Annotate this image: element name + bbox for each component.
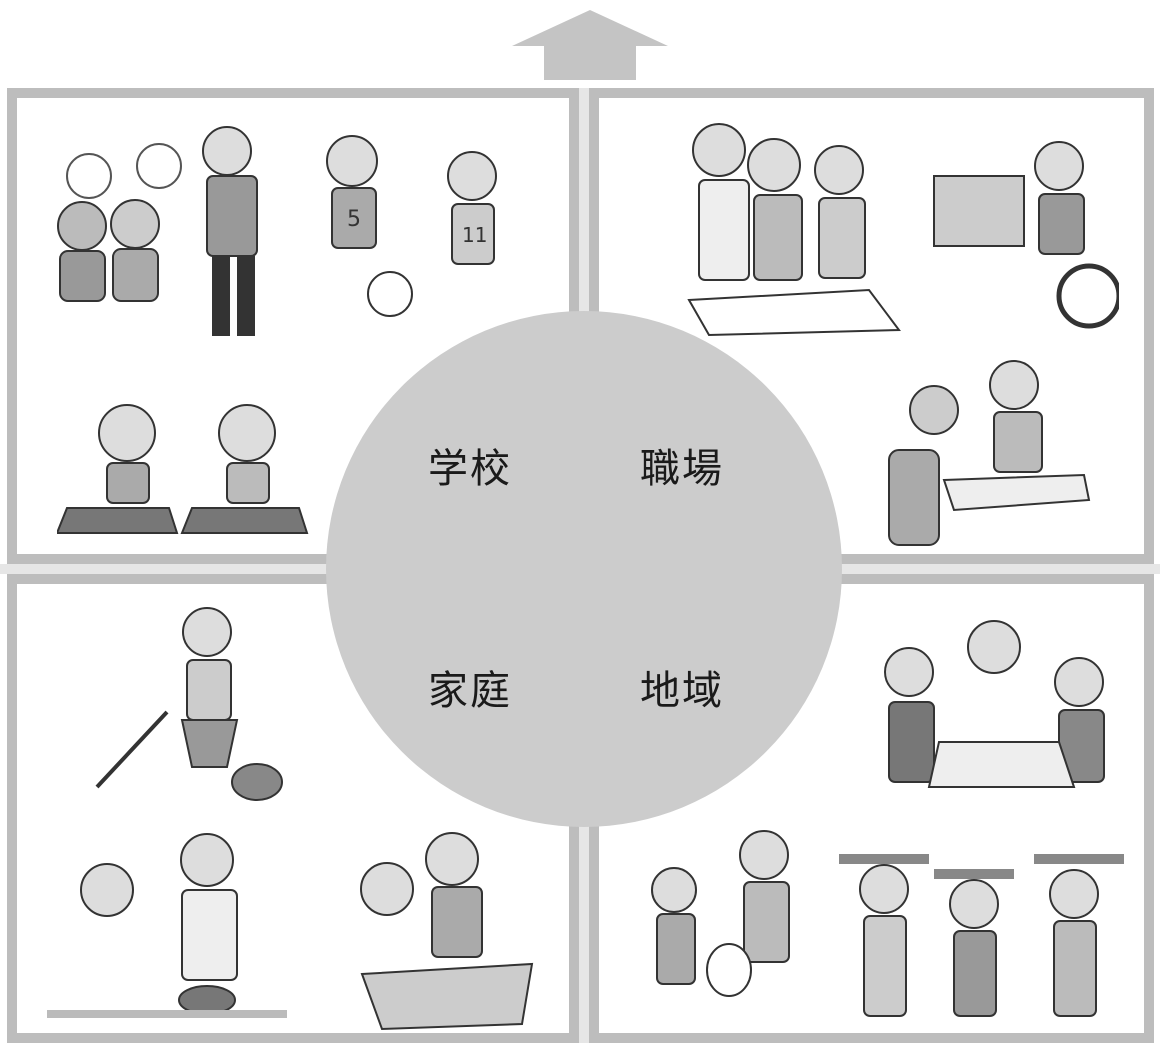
vertical-divider <box>579 88 589 1043</box>
up-arrow-icon <box>512 10 668 80</box>
svg-text:11: 11 <box>462 223 487 247</box>
svg-text:5: 5 <box>347 207 361 232</box>
children-playing-soccer-illustration: 5 11 <box>326 135 497 317</box>
office-team-meeting-illustration <box>687 123 901 337</box>
neighborhood-cleanup-illustration <box>651 830 790 997</box>
label-region: 地域 <box>640 668 724 714</box>
students-raising-hands-illustration <box>57 404 309 534</box>
label-school: 学校 <box>428 446 512 492</box>
seniors-exercising-illustration <box>839 854 1124 1017</box>
label-workplace: 職場 <box>640 446 724 492</box>
father-and-child-cooking-illustration <box>47 833 287 1018</box>
wheelchair-user-at-computer-illustration <box>933 141 1119 329</box>
quadrant-region <box>589 574 1154 1043</box>
teacher-with-children-illustration <box>57 126 258 336</box>
reception-counter-consultation-illustration <box>888 360 1091 546</box>
quadrant-home <box>7 574 579 1043</box>
woman-vacuuming-illustration <box>95 607 283 801</box>
parents-bathing-baby-illustration <box>360 832 534 1031</box>
community-meeting-illustration <box>884 620 1105 788</box>
label-home: 家庭 <box>428 668 512 714</box>
